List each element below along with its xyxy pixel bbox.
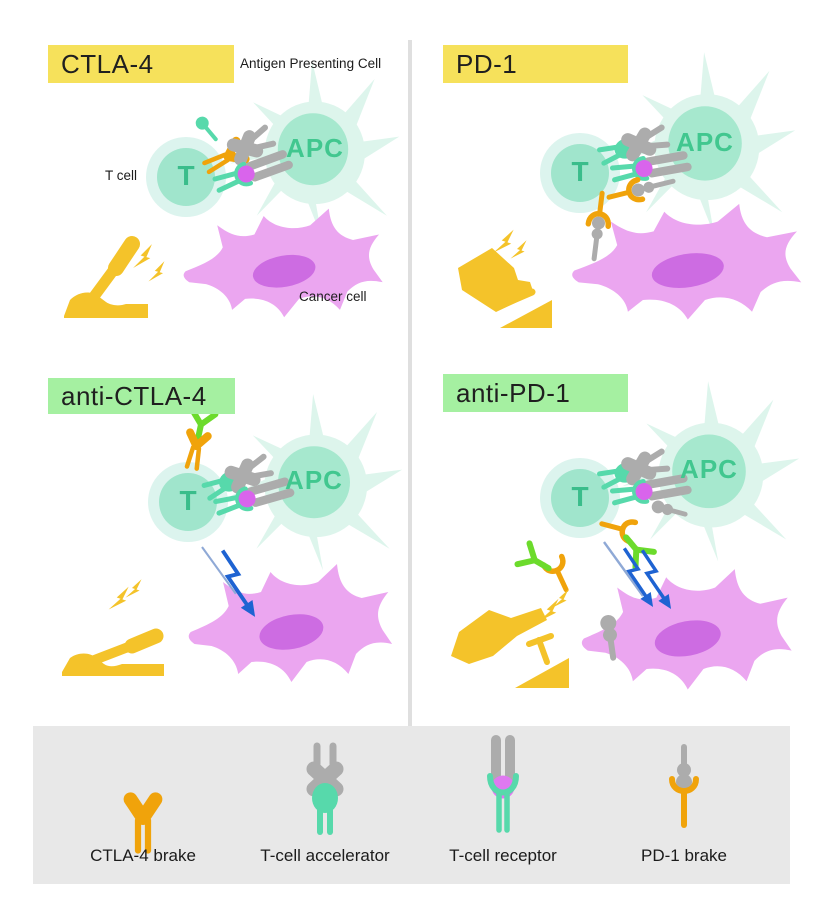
legend-label-t-cell-receptor: T-cell receptor xyxy=(449,846,557,865)
apc-label: APC xyxy=(680,454,738,484)
legend-t-cell-receptor-icon xyxy=(490,740,516,830)
handbrake-engaged-icon xyxy=(64,244,148,318)
panel-title-pd1: PD-1 xyxy=(443,45,628,83)
legend-ctla4-brake-icon xyxy=(131,799,156,850)
t-label: T xyxy=(571,481,589,512)
t-label: T xyxy=(179,485,197,516)
cancer-cell-label: Cancer cell xyxy=(299,289,367,304)
panel-title-anti-pd1-text: anti-PD-1 xyxy=(456,377,571,408)
legend-pd1-brake-icon xyxy=(672,747,696,825)
panel-divider xyxy=(408,40,412,726)
legend-t-cell-accelerator-icon xyxy=(312,746,338,832)
antibody-blocking-ctla4-icon xyxy=(180,409,215,470)
legend-label-ctla4-brake: CTLA-4 brake xyxy=(90,846,196,865)
panel-title-ctla4: CTLA-4 xyxy=(48,45,234,83)
panel-title-anti-pd1: anti-PD-1 xyxy=(443,374,628,412)
panel-title-anti-ctla4: anti-CTLA-4 xyxy=(48,378,235,414)
panel-title-pd1-text: PD-1 xyxy=(456,48,518,79)
spark-icon xyxy=(493,225,516,257)
spark-icon xyxy=(108,582,131,614)
panel-title-ctla4-text: CTLA-4 xyxy=(61,48,154,79)
spark-icon xyxy=(510,237,529,263)
spark-icon xyxy=(125,576,144,602)
t-cell-label: T cell xyxy=(104,168,137,183)
handbrake-released-icon xyxy=(62,636,164,676)
t-label: T xyxy=(571,156,589,187)
apc-long-label: Antigen Presenting Cell xyxy=(240,56,382,71)
apc-label: APC xyxy=(676,127,734,157)
apc-label: APC xyxy=(286,133,344,163)
legend-label-t-cell-accelerator: T-cell accelerator xyxy=(260,846,390,865)
panel-title-anti-ctla4-text: anti-CTLA-4 xyxy=(61,380,207,411)
foot-off-pedal-icon xyxy=(451,608,569,688)
attack-line xyxy=(200,545,237,595)
apc-label: APC xyxy=(285,465,343,495)
cancer-cell xyxy=(188,564,393,682)
foot-on-pedal-icon xyxy=(458,248,552,328)
t-label: T xyxy=(177,160,195,191)
spark-icon xyxy=(148,258,167,285)
legend-label-pd1-brake: PD-1 brake xyxy=(641,846,727,865)
